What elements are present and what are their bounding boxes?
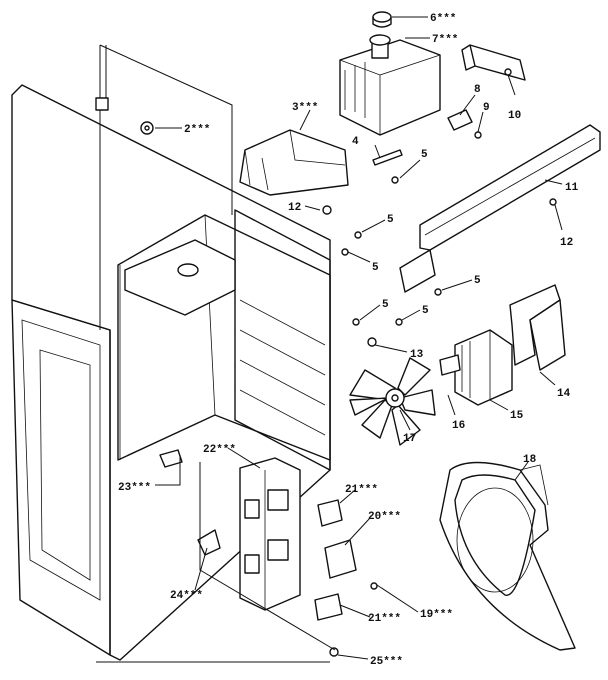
callout-14: 14 — [557, 388, 571, 400]
callout-12b: 12 — [560, 237, 573, 249]
callout-22: 22*** — [203, 444, 236, 456]
callout-4: 4 — [352, 136, 359, 148]
fan-motor-bracket — [509, 284, 566, 371]
callout-5f: 5 — [422, 305, 429, 317]
screw — [140, 121, 154, 135]
callout-5e: 5 — [382, 299, 389, 311]
leader-lines — [96, 16, 563, 663]
interlock-switch — [317, 499, 343, 527]
screw — [329, 647, 339, 657]
callout-10: 10 — [508, 110, 521, 122]
blower-housing — [439, 461, 576, 651]
magnetron — [339, 34, 441, 136]
nut — [322, 205, 332, 215]
callout-16: 16 — [452, 420, 465, 432]
screw — [341, 248, 349, 256]
callout-25: 25*** — [370, 656, 403, 668]
callout-3: 3*** — [292, 102, 318, 114]
interlock-switch — [314, 593, 343, 621]
screw — [395, 318, 403, 326]
rail-bracket — [399, 124, 601, 293]
callout-8: 8 — [474, 84, 481, 96]
screw — [354, 231, 362, 239]
washer — [367, 337, 377, 347]
callout-18: 18 — [523, 454, 537, 466]
air-guide — [239, 129, 349, 196]
screw — [474, 131, 482, 139]
callout-21b: 21*** — [368, 613, 401, 625]
callout-6: 6*** — [430, 13, 456, 25]
thermostat — [447, 109, 473, 131]
fan-blade — [349, 357, 436, 446]
screw — [370, 582, 378, 590]
screw — [434, 288, 442, 296]
callout-5a: 5 — [421, 149, 428, 161]
callout-7: 7*** — [432, 34, 458, 46]
callout-17: 17 — [403, 433, 416, 445]
interlock-switch — [324, 539, 357, 579]
cabinet-panel — [11, 44, 331, 661]
callout-13: 13 — [410, 349, 424, 361]
callout-11: 11 — [565, 182, 579, 194]
magnetron-bracket — [461, 44, 526, 81]
callout-23: 23*** — [118, 482, 151, 494]
latch-lever — [159, 449, 183, 468]
callout-12a: 12 — [288, 202, 301, 214]
pin — [372, 149, 403, 166]
callout-9: 9 — [483, 102, 490, 114]
screw — [352, 318, 360, 326]
fan-motor — [439, 329, 513, 406]
latch-board — [239, 457, 301, 611]
callout-15: 15 — [510, 410, 524, 422]
callout-20: 20*** — [368, 511, 401, 523]
callout-24: 24*** — [170, 590, 203, 602]
callout-19: 19*** — [420, 609, 453, 621]
callout-21a: 21*** — [345, 484, 378, 496]
callout-2: 2*** — [184, 124, 210, 136]
screw — [391, 176, 399, 184]
callout-labels: 6*** 7*** 3*** 2*** 8 9 10 4 5 11 12 12 … — [118, 13, 579, 668]
callout-5c: 5 — [372, 262, 379, 274]
callout-5d: 5 — [474, 275, 481, 287]
screw — [549, 198, 557, 206]
callout-5b: 5 — [387, 214, 394, 226]
latch-lever — [197, 529, 221, 556]
antenna-cap — [372, 11, 392, 28]
